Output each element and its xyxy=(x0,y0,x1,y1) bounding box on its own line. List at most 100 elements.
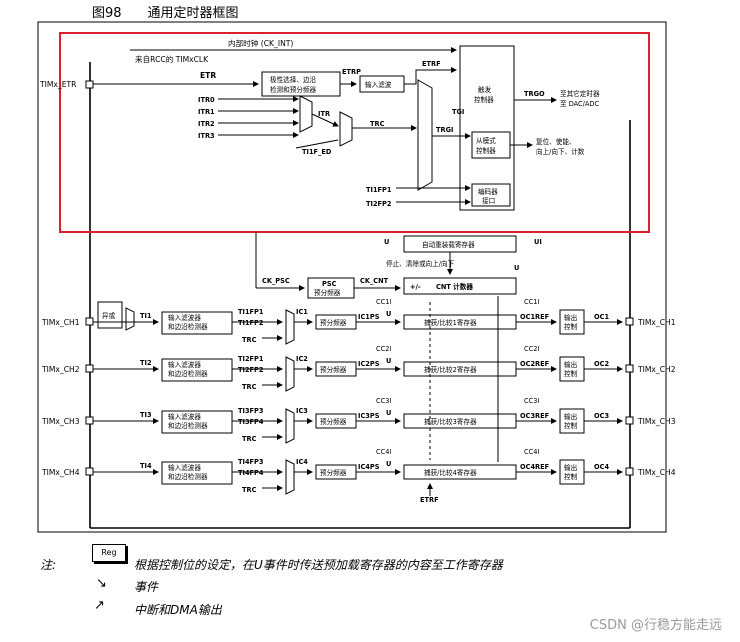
encoder-block xyxy=(471,183,511,207)
cci-in-label: CC1I xyxy=(376,298,391,306)
icps-label: IC1PS xyxy=(358,313,380,321)
oc-label: OC2 xyxy=(594,360,609,368)
cci-out-label: CC1I xyxy=(524,298,539,306)
cnt-dir-label: +/- xyxy=(410,283,421,291)
filter-line2: 和边沿检测器 xyxy=(168,472,208,481)
itr-label: ITR2 xyxy=(198,120,215,128)
cci-in-label: CC4I xyxy=(376,448,391,456)
ti-label: TI2 xyxy=(140,359,152,367)
ti2fp2-label: TI2FP2 xyxy=(366,200,392,208)
ic-mux xyxy=(285,309,295,345)
prescaler-label: 预分频器 xyxy=(320,468,347,477)
svg-text:控制器: 控制器 xyxy=(474,95,494,104)
itr-label: ITR1 xyxy=(198,108,215,116)
cci-out-label: CC2I xyxy=(524,345,539,353)
slave-out-2: 向上/向下、计数 xyxy=(536,147,585,156)
outer-frame xyxy=(37,21,667,533)
left-pin-label: TIMx_CH1 xyxy=(41,318,80,327)
output-control-line1: 输出 xyxy=(564,463,577,472)
svg-text:接口: 接口 xyxy=(482,196,495,205)
output-control-line1: 输出 xyxy=(564,412,577,421)
itr-label: ITR0 xyxy=(198,96,215,104)
trgo-dest-1: 至其它定时器 xyxy=(560,89,600,98)
trgi-label: TRGI xyxy=(436,126,453,134)
ti-label: TI1 xyxy=(140,312,152,320)
polarity-line1: 极性选择、边沿 xyxy=(270,75,317,84)
slave-out-1: 复位、使能、 xyxy=(536,137,576,146)
trigger-controller-box xyxy=(459,45,515,211)
trc-label: TRC xyxy=(242,486,257,494)
right-pin xyxy=(625,364,634,373)
u-label-cnt: U xyxy=(514,264,519,272)
stop-clear-label: 停止、清除或向上/向下 xyxy=(386,259,455,268)
u-label: U xyxy=(386,409,391,417)
watermark: CSDN @行稳方能走远 xyxy=(589,618,722,633)
etr-pin-label: TIMx_ETR xyxy=(39,80,77,89)
auto-reload-label: 自动重装载寄存器 xyxy=(422,240,475,249)
svg-text:PSC: PSC xyxy=(322,280,337,288)
svg-text:从模式: 从模式 xyxy=(476,136,496,145)
left-pin-label: TIMx_CH2 xyxy=(41,365,80,374)
ck-int-label: 内部时钟 (CK_INT) xyxy=(228,38,293,48)
capture-label: 捕获/比较1寄存器 xyxy=(424,318,477,327)
left-pin-label: TIMx_CH3 xyxy=(41,417,80,426)
itr-mux-label: ITR xyxy=(318,110,330,118)
capture-label: 捕获/比较3寄存器 xyxy=(424,417,477,426)
right-pin-label: TIMx_CH2 xyxy=(637,365,676,374)
cci-out-label: CC4I xyxy=(524,448,539,456)
ui-label: UI xyxy=(534,238,542,246)
svg-text:控制器: 控制器 xyxy=(476,146,496,155)
right-pin-label: TIMx_CH3 xyxy=(637,417,676,426)
right-pin-label: TIMx_CH1 xyxy=(637,318,676,327)
output-control-line1: 输出 xyxy=(564,360,577,369)
interrupt-dma-icon: ↗ xyxy=(94,598,105,613)
filter-block xyxy=(161,461,233,485)
filter-block xyxy=(161,410,233,434)
ic-label: IC1 xyxy=(296,308,308,316)
event-icon: ↘ xyxy=(96,576,107,591)
etrp-label: ETRP xyxy=(342,68,361,76)
ic-mux xyxy=(285,356,295,392)
output-control-block xyxy=(559,309,585,335)
fp-a-label: TI3FP3 xyxy=(238,407,264,415)
icps-label: IC3PS xyxy=(358,412,380,420)
filter-line2: 和边沿检测器 xyxy=(168,369,208,378)
reg-legend-icon: Reg xyxy=(92,544,126,562)
ic-label: IC2 xyxy=(296,355,308,363)
left-pin-label: TIMx_CH4 xyxy=(41,468,80,477)
output-control-block xyxy=(559,356,585,382)
ti1fp1-label: TI1FP1 xyxy=(366,186,392,194)
trc-label: TRC xyxy=(242,383,257,391)
input-filter-label: 输入滤波 xyxy=(365,80,392,89)
output-control-line2: 控制 xyxy=(564,472,578,481)
trgo-dest-2: 至 DAC/ADC xyxy=(560,100,599,108)
output-control-line2: 控制 xyxy=(564,322,578,331)
note-label: 注: xyxy=(40,558,57,572)
itr-mux xyxy=(299,95,313,133)
figure-title: 图98 通用定时器框图 xyxy=(92,6,239,21)
reg-legend-text: 根据控制位的设定，在U事件时传送预加载寄存器的内容至工作寄存器 xyxy=(134,558,503,572)
tgi-label: TGI xyxy=(452,108,464,116)
output-control-line1: 输出 xyxy=(564,313,577,322)
filter-line2: 和边沿检测器 xyxy=(168,322,208,331)
ck-cnt-label: CK_CNT xyxy=(360,277,389,285)
ref-label: OC3REF xyxy=(520,412,549,420)
auto-reload-block xyxy=(403,235,517,253)
fp-b-label: TI4FP4 xyxy=(238,469,264,477)
filter-line2: 和边沿检测器 xyxy=(168,421,208,430)
oc-label: OC4 xyxy=(594,463,609,471)
prescaler-label: 预分频器 xyxy=(320,365,347,374)
trgi-mux xyxy=(417,79,433,191)
svg-text:预分频器: 预分频器 xyxy=(314,288,341,297)
svg-text:触发: 触发 xyxy=(478,85,492,94)
fp-b-label: TI1FP2 xyxy=(238,319,264,327)
filter-line1: 输入滤波器 xyxy=(168,360,201,369)
filter-line1: 输入滤波器 xyxy=(168,463,201,472)
left-pin xyxy=(85,364,94,373)
left-pin xyxy=(85,317,94,326)
ti1f-ed-label: TI1F_ED xyxy=(302,148,332,156)
output-control-line2: 控制 xyxy=(564,421,578,430)
xor-label: 异或 xyxy=(102,311,116,320)
filter-block xyxy=(161,358,233,382)
